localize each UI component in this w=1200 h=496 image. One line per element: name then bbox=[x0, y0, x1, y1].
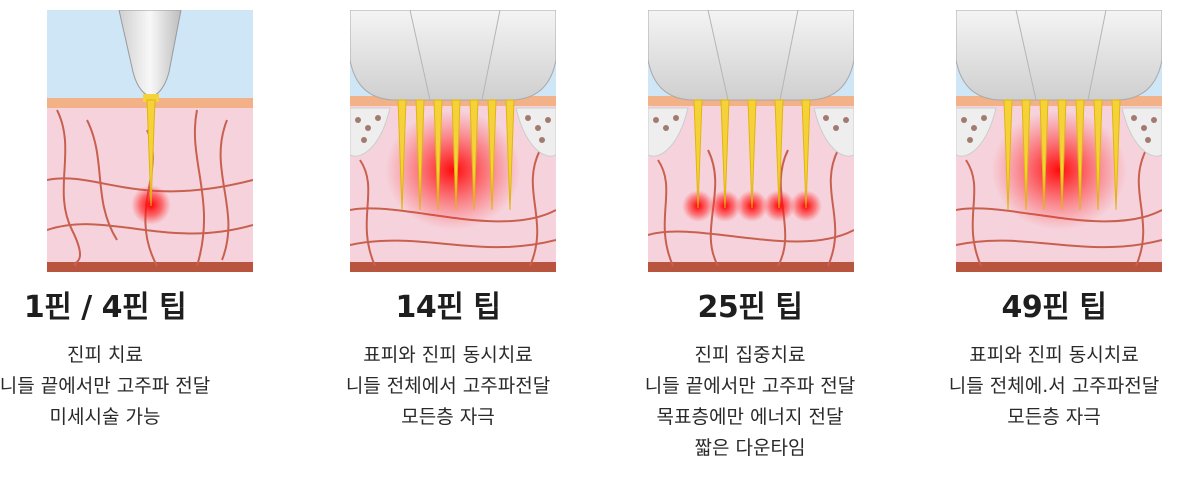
desc-line: 니들 끝에서만 고주파 전달 bbox=[0, 375, 211, 397]
panel-title: 14핀 팁 bbox=[395, 290, 501, 325]
desc-line: 미세시술 가능 bbox=[49, 406, 161, 428]
panel-1pin-4pin: 1핀 / 4핀 팁 진피 치료 니들 끝에서만 고주파 전달 미세시술 가능 bbox=[0, 10, 255, 496]
panel-14pin: 14핀 팁 표피와 진피 동시치료 니들 전체에서 고주파전달 모든층 자극 bbox=[298, 10, 598, 496]
panel-description: 진피 치료 니들 끝에서만 고주파 전달 미세시술 가능 bbox=[0, 340, 255, 433]
panel-title: 25핀 팁 bbox=[697, 290, 803, 325]
panel-49pin: 49핀 팁 표피와 진피 동시치료 니들 전체에.서 고주파전달 모든층 자극 bbox=[904, 10, 1200, 496]
desc-line: 니들 끝에서만 고주파 전달 bbox=[644, 375, 856, 397]
desc-line: 목표층에만 에너지 전달 bbox=[656, 406, 844, 428]
desc-line: 표피와 진피 동시치료 bbox=[969, 344, 1139, 366]
desc-line: 니들 전체에서 고주파전달 bbox=[345, 375, 551, 397]
desc-line: 진피 집중치료 bbox=[694, 344, 806, 366]
desc-line: 짧은 다운타임 bbox=[694, 437, 806, 459]
panel-25pin: 25핀 팁 진피 집중치료 니들 끝에서만 고주파 전달 목표층에만 에너지 전… bbox=[600, 10, 900, 496]
25-pin-needle-illustration bbox=[648, 10, 854, 272]
panel-title: 1핀 / 4핀 팁 bbox=[23, 290, 187, 325]
single-needle-illustration bbox=[47, 10, 253, 272]
desc-line: 모든층 자극 bbox=[401, 406, 495, 428]
14-pin-needle-illustration bbox=[350, 10, 556, 272]
panel-description: 표피와 진피 동시치료 니들 전체에서 고주파전달 모든층 자극 bbox=[298, 340, 598, 433]
desc-line: 모든층 자극 bbox=[1007, 406, 1101, 428]
panel-title: 49핀 팁 bbox=[1001, 290, 1107, 325]
panel-description: 표피와 진피 동시치료 니들 전체에.서 고주파전달 모든층 자극 bbox=[904, 340, 1200, 433]
desc-line: 진피 치료 bbox=[67, 344, 143, 366]
49-pin-needle-illustration bbox=[956, 10, 1162, 272]
panel-description: 진피 집중치료 니들 끝에서만 고주파 전달 목표층에만 에너지 전달 짧은 다… bbox=[600, 340, 900, 464]
desc-line: 표피와 진피 동시치료 bbox=[363, 344, 533, 366]
desc-line: 니들 전체에.서 고주파전달 bbox=[948, 375, 1160, 397]
